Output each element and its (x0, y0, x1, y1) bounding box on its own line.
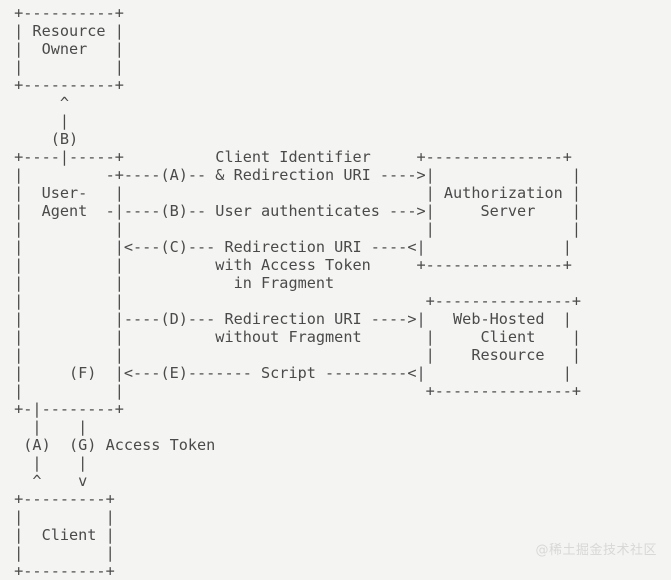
watermark-label: @稀土掘金技术社区 (535, 543, 657, 558)
